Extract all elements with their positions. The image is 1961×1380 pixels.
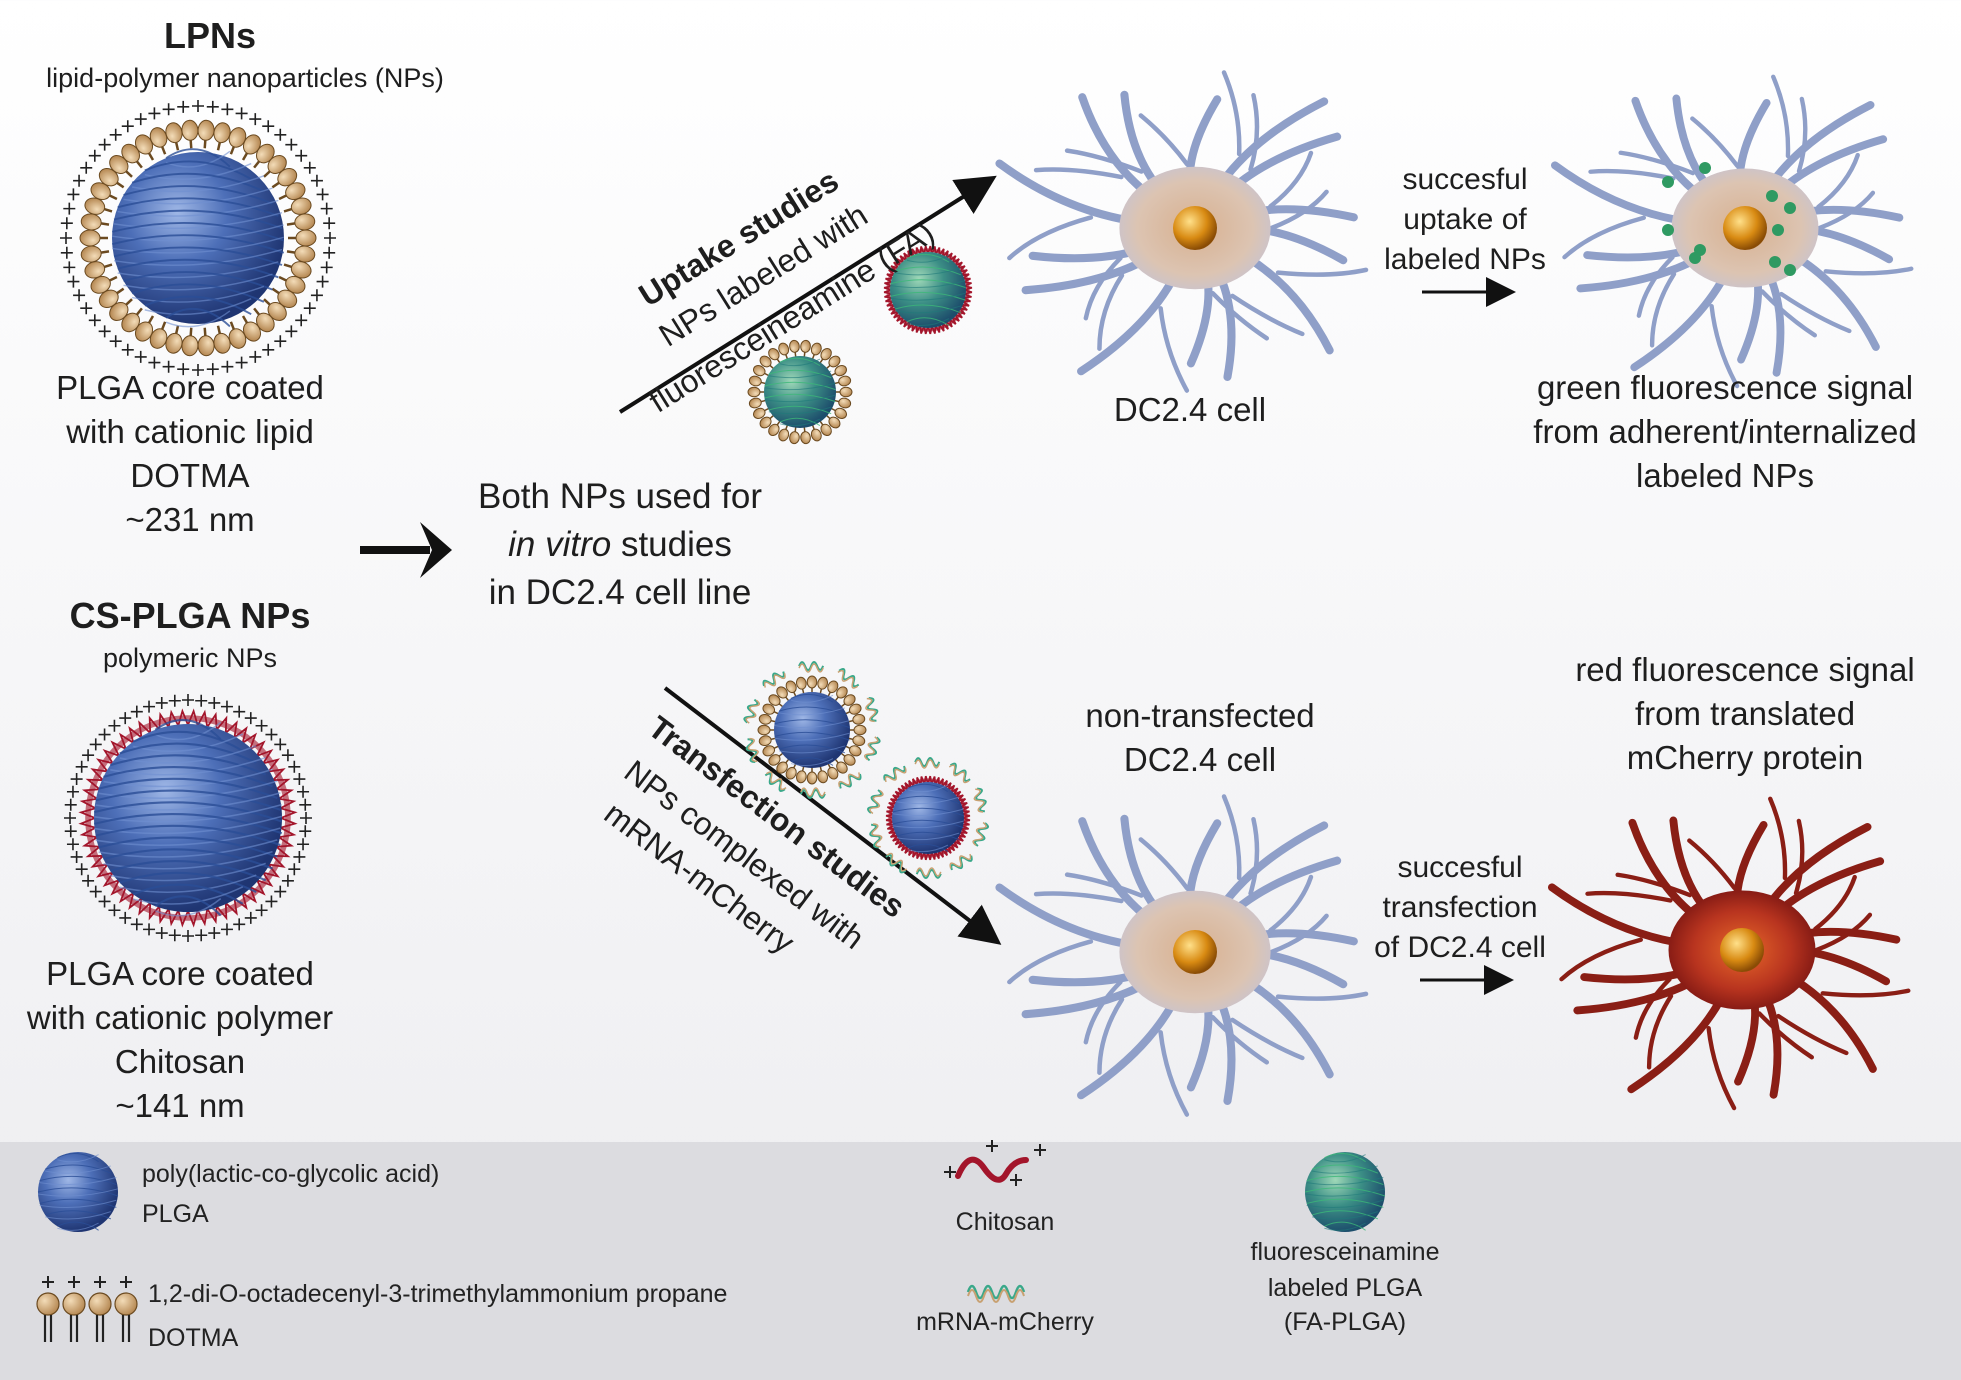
lpn-title: LPNs	[163, 15, 257, 56]
lpn-particle-icon	[60, 100, 336, 376]
cs-plga-particle-icon	[64, 694, 312, 942]
transfection-arrow-text-1: succesful	[1397, 851, 1523, 884]
lpn-subtitle: lipid-polymer nanoparticles (NPs)	[46, 63, 444, 93]
center-line-3: in DC2.4 cell line	[488, 573, 752, 612]
cs-size: ~141 nm	[115, 1087, 245, 1124]
dotma-legend-icon	[36, 1276, 138, 1342]
cs-subtitle: polymeric NPs	[102, 643, 278, 673]
legend-chitosan: Chitosan	[955, 1208, 1055, 1236]
lpn-size: ~231 nm	[125, 501, 255, 538]
transfection-cell-label-1: non-transfected	[1085, 697, 1315, 734]
plga-legend-icon	[37, 1152, 119, 1232]
center-line-2: in vitro studies	[508, 525, 732, 564]
uptake-arrow-text-2: uptake of	[1403, 203, 1527, 236]
transfection-result-2: from translated	[1634, 695, 1856, 732]
legend-fa-2: labeled PLGA	[1267, 1274, 1423, 1302]
center-arrow-head-icon	[420, 522, 452, 578]
fa-plga-legend-icon	[1304, 1152, 1386, 1232]
transfection-result-3: mCherry protein	[1626, 739, 1864, 776]
legend-plga-1: poly(lactic-co-glycolic acid)	[142, 1160, 440, 1188]
fa-lpn-small-icon	[747, 339, 853, 445]
lpn-desc-3: DOTMA	[130, 457, 250, 494]
mrna-legend-icon	[966, 1284, 1026, 1303]
mrna-cs-small-icon	[867, 756, 989, 880]
uptake-cell-label: DC2.4 cell	[1113, 391, 1267, 428]
uptake-arrow-icon	[618, 175, 997, 414]
non-transfected-cell-icon	[995, 794, 1369, 1117]
transfection-arrow-text-3: of DC2.4 cell	[1374, 931, 1546, 964]
legend-fa-3: (FA-PLGA)	[1283, 1308, 1407, 1336]
cs-desc-2: with cationic polymer	[26, 999, 334, 1036]
legend-fa-1: fluoresceinamine	[1250, 1238, 1440, 1266]
uptake-arrow-text-1: succesful	[1402, 163, 1528, 196]
red-fluorescent-cell-icon	[1547, 796, 1911, 1111]
cs-desc-1: PLGA core coated	[46, 955, 314, 992]
legend-band	[0, 1142, 1961, 1380]
legend-mrna: mRNA-mCherry	[916, 1308, 1094, 1336]
lpn-desc-2: with cationic lipid	[66, 413, 314, 450]
transfection-arrow-icon	[663, 686, 1002, 945]
chitosan-legend-icon	[944, 1140, 1046, 1186]
transfection-result-1: red fluorescence signal	[1575, 651, 1915, 688]
uptake-arrow-text-3: labeled NPs	[1384, 243, 1546, 276]
transfection-cell-label-2: DC2.4 cell	[1123, 741, 1277, 778]
cs-title: CS-PLGA NPs	[69, 595, 311, 636]
mrna-lpn-small-icon	[743, 660, 881, 800]
cs-desc-3: Chitosan	[114, 1043, 246, 1080]
legend-dotma-2: DOTMA	[148, 1324, 239, 1352]
green-fluorescent-cell-icon	[1550, 74, 1914, 389]
dc24-cell-icon	[995, 70, 1369, 393]
lpn-desc-1: PLGA core coated	[56, 369, 324, 406]
uptake-result-3: labeled NPs	[1636, 457, 1814, 494]
fa-cs-small-icon	[883, 245, 973, 335]
legend-plga-2: PLGA	[142, 1200, 209, 1228]
uptake-result-1: green fluorescence signal	[1536, 369, 1914, 406]
legend-dotma-1: 1,2-di-O-octadecenyl-3-trimethylammonium…	[148, 1280, 728, 1308]
uptake-result-2: from adherent/internalized	[1533, 413, 1917, 450]
transfection-arrow-text-2: transfection	[1382, 891, 1538, 924]
center-line-1: Both NPs used for	[477, 477, 763, 516]
